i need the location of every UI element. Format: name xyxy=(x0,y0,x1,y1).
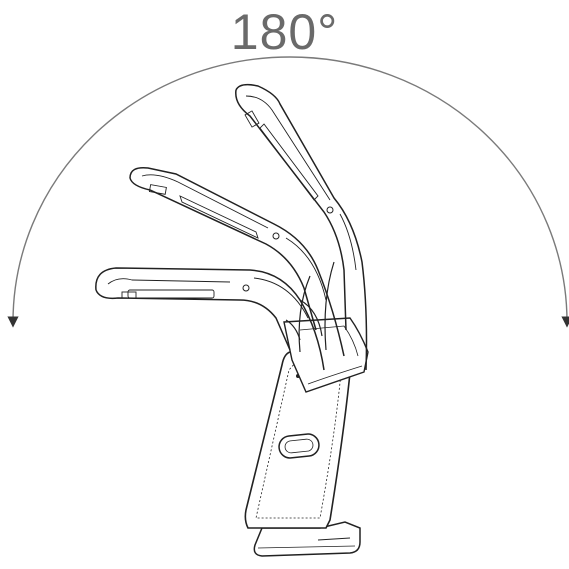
lamp-head-diagonal xyxy=(129,166,345,357)
stand-switch xyxy=(278,433,320,459)
lamp-stand xyxy=(244,351,353,529)
lamp-neck-lines xyxy=(285,261,335,353)
lamp-base xyxy=(253,521,361,557)
rotation-arc xyxy=(7,56,569,328)
lamp-head-vertical xyxy=(235,83,368,371)
lamp-head-horizontal xyxy=(95,267,325,371)
rotation-angle-label: 180° xyxy=(230,4,339,60)
lamp-hinge xyxy=(283,317,369,393)
